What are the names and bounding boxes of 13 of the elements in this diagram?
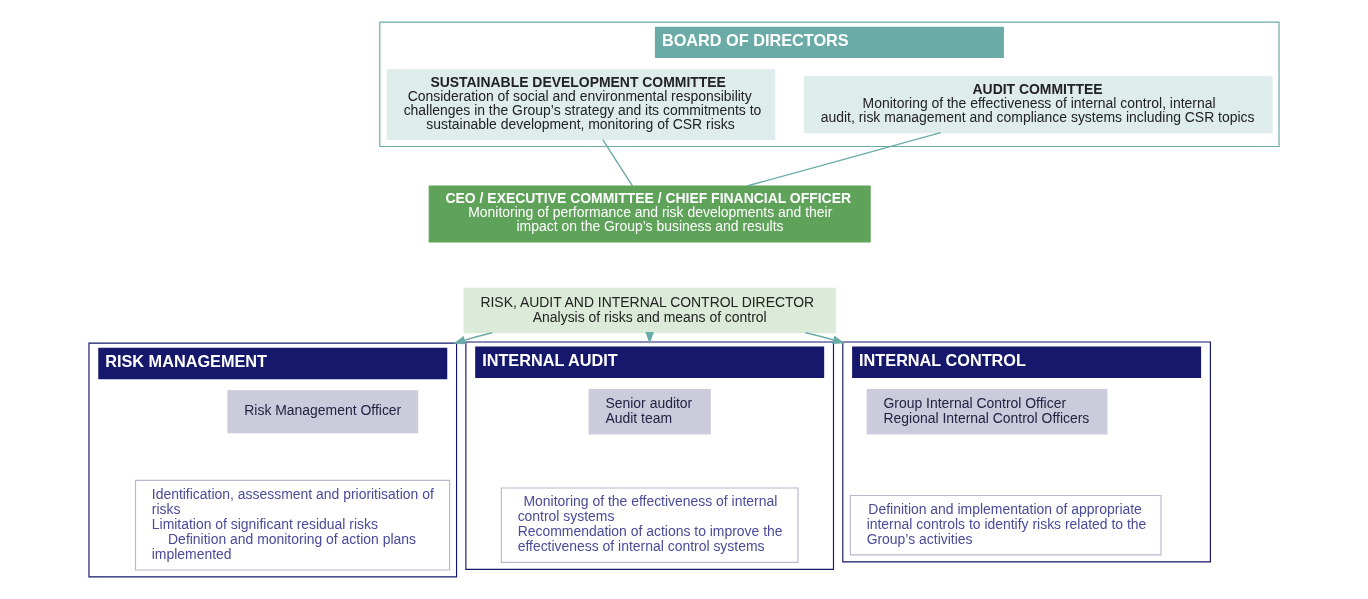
node-box: Group Internal Control Officer Regional Internal Control Officers bbox=[866, 389, 1108, 435]
node-box: Definition and implementation of appropriate internal controls to identify risks related to the Group’s activities bbox=[849, 494, 1162, 556]
node-box: Senior auditor Audit team bbox=[588, 389, 711, 435]
node-box: Risk Management Officer bbox=[227, 390, 419, 434]
node-box: CEO / EXECUTIVE COMMITTEE / CHIEF FINANCIAL OFFICER Monitoring of performance and risk developments and their impact on the Group’s business and results bbox=[428, 185, 871, 243]
arrow bbox=[453, 332, 493, 345]
node-box: AUDIT COMMITTEE Monitoring of the effectiveness of internal control, internal audit, risk management and compliance systems including CSR topics bbox=[803, 76, 1273, 134]
arrow bbox=[804, 332, 845, 344]
node-box: SUSTAINABLE DEVELOPMENT COMMITTEE Consideration of social and environmental responsibility challenges in the Group’s strategy and its commitments to sustainable development, monitoring of CSR risks bbox=[386, 69, 776, 141]
connector bbox=[602, 138, 634, 187]
node-box: Identification, assessment and prioritisation of risks Limitation of significant residual risks Definition and monitoring of action plans implemented bbox=[134, 479, 451, 571]
connector bbox=[746, 132, 942, 187]
node-box: Monitoring of the effectiveness of internal control systems Recommendation of actions to improve the effectiveness of internal control systems bbox=[500, 487, 799, 563]
